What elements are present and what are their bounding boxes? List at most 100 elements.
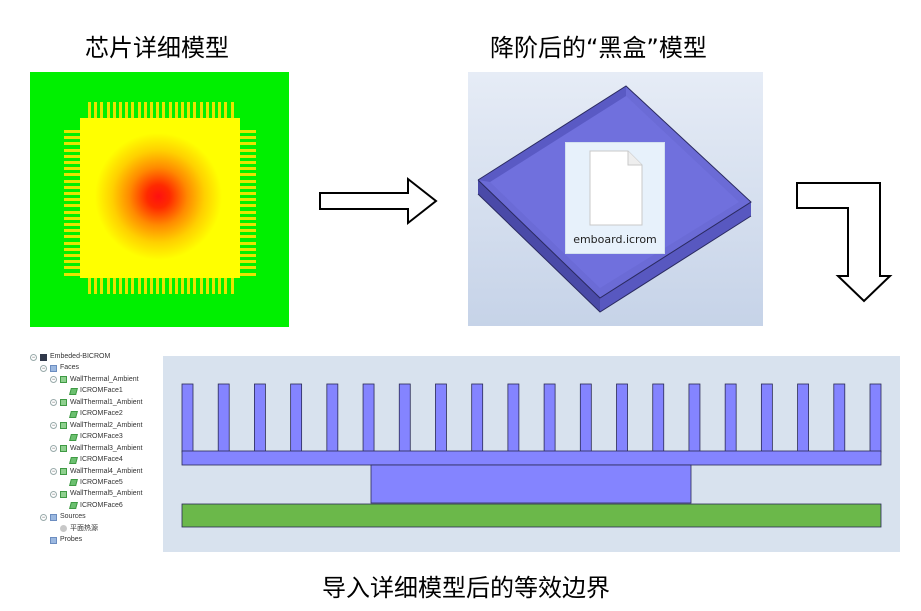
tree-item-label: ICROMFace3 [80, 433, 123, 441]
heatsink-assembly [181, 383, 882, 528]
chip-pin [100, 278, 104, 294]
chip-pin [100, 102, 104, 118]
tree-item-wall[interactable]: − WallThermal_Ambient [50, 375, 139, 385]
chip-pin [143, 278, 147, 294]
tree-item-face[interactable]: ICROMFace3 [69, 432, 123, 442]
chip-detailed-model-view [30, 72, 289, 327]
chip-pin [150, 102, 153, 118]
chip-pin [187, 278, 191, 294]
tree-item-wall[interactable]: −WallThermal2_Ambient [50, 421, 143, 431]
chip-pin [174, 278, 178, 294]
chip-pin [125, 102, 129, 118]
chip-pin [64, 260, 80, 264]
collapse-toggle-icon[interactable]: − [50, 468, 57, 475]
chip-pin [174, 102, 178, 118]
tree-item-face[interactable]: ICROMFace4 [69, 455, 123, 465]
tree-item-wall[interactable]: −WallThermal4_Ambient [50, 467, 143, 477]
model-tree: −Embeded-BICROM−Faces−WallThermal_Ambien… [30, 352, 160, 552]
document-icon [589, 150, 643, 226]
chip-pin [240, 136, 256, 140]
tree-item-label: Sources [60, 513, 86, 521]
collapse-toggle-icon[interactable]: − [50, 422, 57, 430]
chip-pin [240, 247, 256, 251]
tree-item-sources[interactable]: − Sources [40, 512, 86, 522]
heatsink-fin [543, 383, 556, 453]
tree-item-source[interactable]: 平面热源 [60, 524, 98, 534]
tree-item-wall[interactable]: − WallThermal1_Ambient [50, 398, 143, 408]
tree-item-face[interactable]: ICROMFace6 [69, 501, 123, 511]
chip-pin [240, 241, 256, 245]
chip-pin [240, 229, 256, 233]
tree-item-face[interactable]: ICROMFace1 [69, 386, 123, 396]
tree-item-label: ICROMFace4 [80, 456, 123, 464]
chip-pin [193, 102, 197, 118]
tree-item-root[interactable]: −Embeded-BICROM [30, 352, 110, 362]
chip-pin [64, 198, 80, 202]
chip-pin [224, 278, 228, 294]
tree-item-face[interactable]: ICROMFace5 [69, 478, 123, 488]
chip-pin [218, 102, 222, 118]
chip-pin [64, 142, 80, 146]
heatsink-fin [471, 383, 484, 453]
chip-pin [205, 102, 209, 118]
chip-pin [230, 278, 234, 294]
collapse-toggle-icon[interactable]: − [50, 445, 57, 453]
heat-icon [60, 525, 67, 533]
chip-pin [240, 216, 256, 220]
heatsink-fin [362, 383, 375, 453]
chip-pin [240, 142, 256, 146]
chip-pin [131, 278, 135, 294]
tree-item-faces[interactable]: −Faces [40, 363, 79, 373]
chip-pin [64, 204, 80, 208]
chip-pin [212, 102, 215, 118]
heatsink-fin [579, 383, 592, 453]
collapse-toggle-icon[interactable]: − [50, 490, 57, 498]
tree-item-wall[interactable]: −WallThermal3_Ambient [50, 444, 143, 454]
chip-pin [64, 223, 80, 226]
chip-pin [168, 102, 172, 118]
chip-pin [240, 266, 256, 270]
collapse-toggle-icon[interactable]: − [30, 353, 37, 361]
chip-pin [240, 130, 256, 133]
heatsink-fin [181, 383, 194, 453]
chip-pin [218, 278, 222, 294]
tree-item-face[interactable]: ICROMFace2 [69, 409, 123, 419]
chip-pin [88, 278, 91, 294]
tree-item-label: WallThermal5_Ambient [70, 490, 143, 498]
icrom-file-card[interactable]: emboard.icrom [565, 142, 665, 254]
tree-item-label: WallThermal_Ambient [70, 375, 139, 383]
heatsink-fin [217, 383, 230, 453]
chip-pin [162, 102, 166, 118]
chip-pin [240, 210, 256, 214]
chip-pin [64, 216, 80, 220]
tree-item-label: Probes [60, 536, 83, 544]
tree-item-wall[interactable]: − WallThermal5_Ambient [50, 489, 143, 499]
collapse-toggle-icon[interactable]: − [40, 513, 47, 521]
heatsink-fin [688, 383, 701, 453]
chip-pin [64, 148, 80, 152]
chip-pin [156, 278, 160, 294]
tree-item-probes[interactable]: Probes [50, 535, 82, 545]
chip-pin [112, 102, 116, 118]
wall-icon [60, 376, 67, 384]
chip-pin [94, 102, 98, 118]
heatsink-fin [797, 383, 809, 453]
collapse-toggle-icon[interactable]: − [50, 376, 57, 384]
chip-pin [224, 102, 228, 118]
collapse-toggle-icon[interactable]: − [50, 399, 57, 407]
chip-pin [240, 167, 256, 171]
chip-model-title: 芯片详细模型 [85, 34, 229, 62]
chip-body-heatmap [80, 118, 240, 278]
face-icon [69, 479, 78, 487]
chip-pin [64, 167, 80, 171]
collapse-toggle-icon[interactable]: − [40, 364, 47, 372]
chip-pin [230, 102, 234, 118]
heatsink-fin [254, 383, 266, 453]
face-icon [69, 433, 78, 441]
chip-pin [162, 278, 166, 294]
bent-down-arrow-icon [796, 182, 893, 303]
tree-item-label: ICROMFace1 [80, 387, 123, 395]
chip-pin [240, 223, 256, 226]
tree-item-label: WallThermal1_Ambient [70, 398, 143, 406]
folder-icon [50, 513, 57, 521]
